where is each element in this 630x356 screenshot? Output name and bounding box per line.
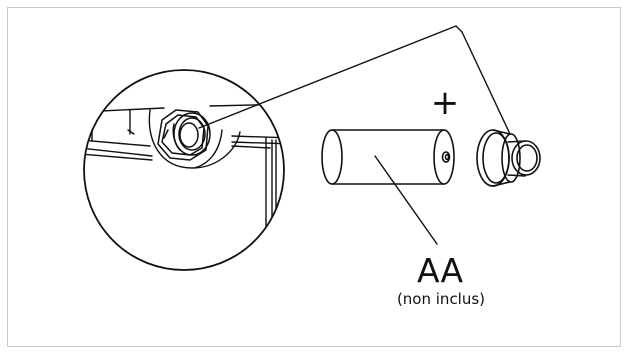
instruction-frame bbox=[7, 7, 621, 347]
battery-socket-fitting bbox=[157, 109, 211, 161]
leader-lines bbox=[198, 25, 511, 245]
battery-size-label: AA bbox=[417, 251, 463, 290]
positive-polarity-symbol: + bbox=[431, 83, 460, 123]
aa-battery bbox=[321, 129, 455, 185]
magnified-detail bbox=[83, 69, 285, 271]
battery-cap bbox=[476, 129, 541, 187]
battery-not-included-note: (non inclus) bbox=[397, 290, 485, 308]
